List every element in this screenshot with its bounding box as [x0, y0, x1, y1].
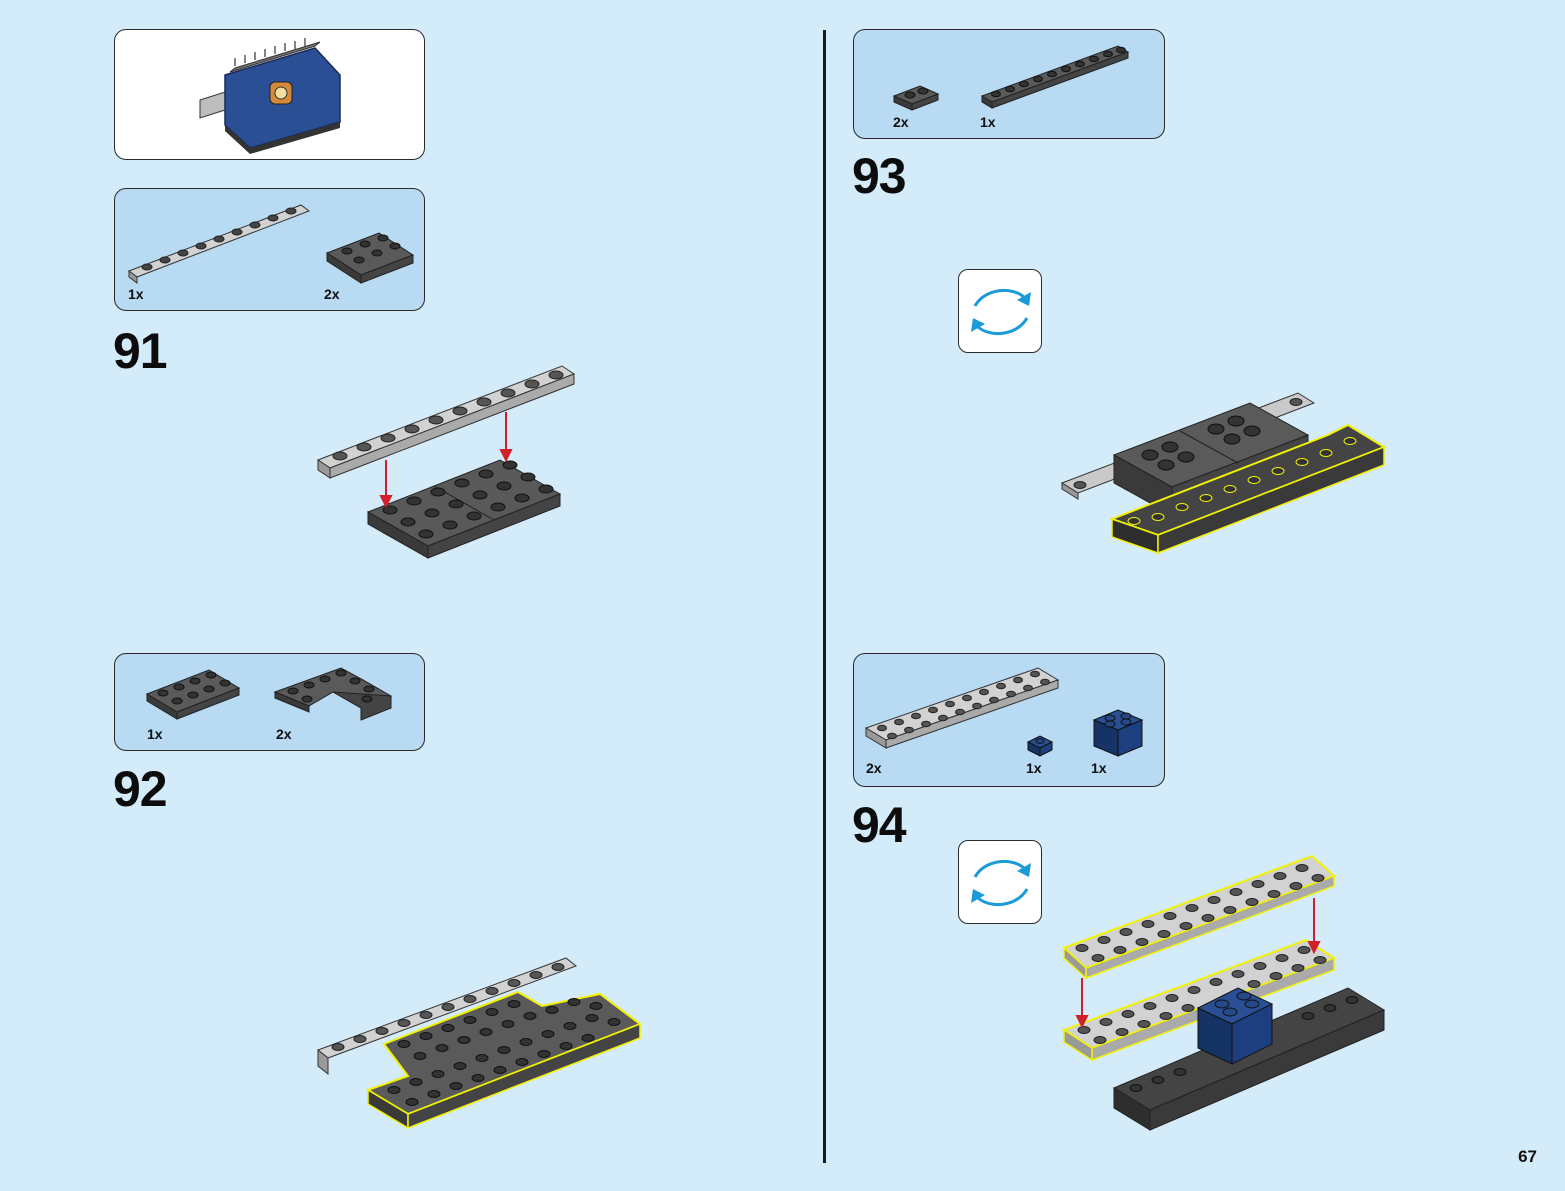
dark-gray-corner-plate-icon — [271, 662, 401, 732]
page-divider — [823, 30, 826, 1163]
result-preview-panel — [114, 29, 425, 160]
step-94-part-3-qty: 1x — [1091, 760, 1107, 776]
step-91-illustration — [312, 360, 602, 570]
dark-gray-2x4-plate-icon — [143, 664, 253, 724]
dark-gray-1x10-plate-icon — [978, 40, 1138, 110]
step-93-number: 93 — [852, 151, 906, 201]
step-94-parts-panel: 2x 1x 1x — [853, 653, 1165, 787]
step-91-number: 91 — [113, 326, 167, 376]
page-number: 67 — [1518, 1147, 1537, 1167]
rotate-model-icon — [959, 270, 1043, 354]
blue-2x2-brick-icon — [1088, 706, 1158, 766]
step-91-part-1-qty: 1x — [128, 286, 144, 302]
step-92-parts-panel: 1x 2x — [114, 653, 425, 751]
step-94-part-1-qty: 2x — [866, 760, 882, 776]
step-92-part-2-qty: 2x — [276, 726, 292, 742]
step-94-illustration — [1058, 848, 1398, 1148]
step-92-number: 92 — [113, 764, 167, 814]
step-93-rotate-box — [958, 269, 1042, 353]
step-91-parts-panel: 1x 2x — [114, 188, 425, 311]
step-93-part-1-qty: 2x — [893, 114, 909, 130]
step-93-parts-panel: 2x 1x — [853, 29, 1165, 139]
dark-gray-1x2-plate-icon — [890, 78, 950, 118]
step-94-rotate-box — [958, 840, 1042, 924]
step-93-illustration — [1058, 385, 1398, 575]
gray-1x10-plate-icon — [125, 199, 325, 289]
rotate-model-icon — [959, 841, 1043, 925]
step-92-part-1-qty: 1x — [147, 726, 163, 742]
step-94-part-2-qty: 1x — [1026, 760, 1042, 776]
step-93-part-2-qty: 1x — [980, 114, 996, 130]
step-91-part-2-qty: 2x — [324, 286, 340, 302]
step-94-number: 94 — [852, 800, 906, 850]
assembled-model-icon — [115, 30, 426, 161]
step-92-illustration — [312, 950, 652, 1150]
